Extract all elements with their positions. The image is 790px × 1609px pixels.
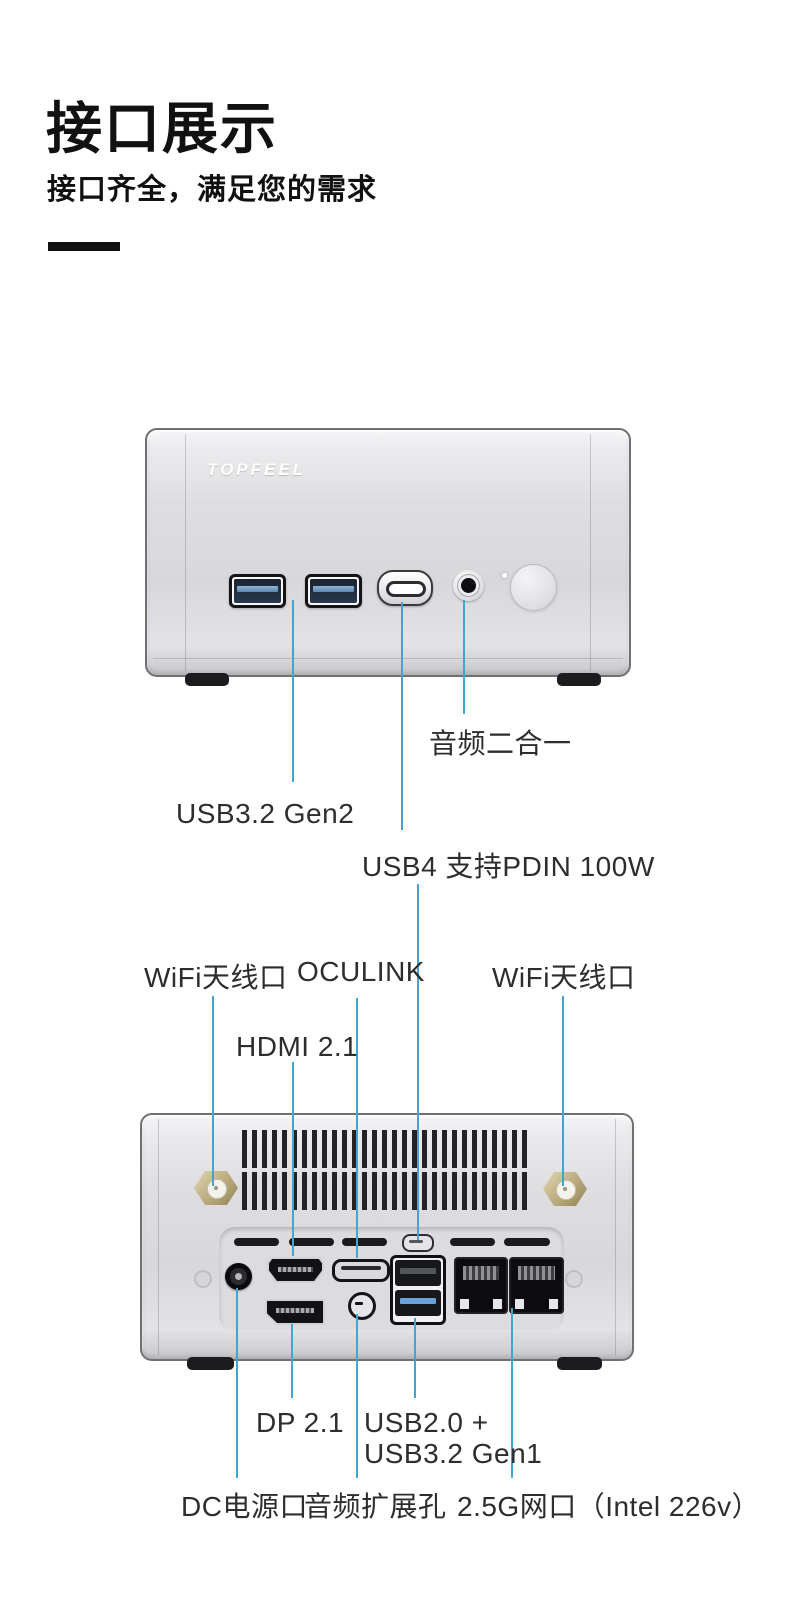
vent-slot [289,1238,334,1246]
ethernet-tab [493,1299,502,1309]
audio-expansion-hole-icon [348,1292,376,1320]
ethernet-port-icon [509,1257,564,1314]
dp-port-icon [265,1299,325,1325]
label-wifi-antenna-left: WiFi天线口 [144,962,288,993]
screw-hole-icon [565,1270,583,1288]
ethernet-tab [549,1299,558,1309]
vent-slot [504,1238,550,1246]
usb2-tongue [400,1268,436,1274]
label-usb-combo-line2: USB3.2 Gen1 [364,1438,543,1469]
callout-line-ethernet [511,1308,513,1478]
ethernet-pins [463,1266,499,1280]
callout-line-usb4-back [417,884,419,1240]
usb-a-port-icon [229,574,286,608]
page-title: 接口展示 [46,97,278,160]
usb-c-port-icon [377,570,433,606]
panel-seam [590,434,591,671]
callout-line-usb4-front [401,602,403,830]
panel-seam [615,1119,616,1355]
audio-expansion-dash [355,1302,363,1305]
usb3-tongue [400,1298,436,1304]
audio-jack-icon [453,570,484,601]
label-audio-expansion: 音频扩展孔 [304,1491,447,1522]
usb-a-port-icon [305,574,362,608]
mini-pc-front-view: TOPFEEL [145,428,631,686]
label-dc-power: DC电源口 [181,1491,308,1522]
label-usb32-gen2: USB3.2 Gen2 [176,798,355,829]
usb-a-tongue [313,586,354,592]
vent-grille [242,1172,530,1210]
hdmi-port-icon [267,1257,324,1283]
callout-line-wifi-left [212,996,214,1186]
label-usb-combo-line1: USB2.0 + [364,1407,489,1438]
panel-seam [185,434,186,671]
callout-line-audio-combo [463,600,465,714]
wifi-antenna-connector-icon [543,1172,587,1206]
callout-line-audio-expansion [356,1314,358,1478]
io-panel [219,1227,564,1332]
usb3-port-icon [395,1290,441,1316]
screw-hole-icon [194,1270,212,1288]
label-hdmi: HDMI 2.1 [236,1031,359,1062]
device-foot [185,673,229,686]
usb-c-slit [409,1240,423,1243]
led-indicator [502,573,507,578]
callout-line-hdmi [292,1062,294,1256]
dc-jack-pin [235,1273,242,1280]
ethernet-pins [518,1266,555,1280]
device-foot [557,673,601,686]
brand-logo: TOPFEEL [207,460,307,479]
panel-seam [153,658,623,659]
dc-jack-icon [225,1263,252,1290]
vent-grille [242,1130,530,1168]
device-foot [187,1357,234,1370]
oculink-slit [341,1266,381,1270]
label-usb-combo: USB2.0 + USB3.2 Gen1 [364,1407,542,1469]
dp-contacts [276,1308,314,1313]
vent-slot [342,1238,387,1246]
callout-line-dc-power [236,1288,238,1478]
usb-stack [390,1255,446,1325]
antenna-dot [563,1187,567,1191]
label-audio-combo: 音频二合一 [429,728,572,759]
audio-jack-hole [461,578,476,593]
ethernet-tab [515,1299,524,1309]
label-wifi-antenna-right: WiFi天线口 [492,962,636,993]
title-divider [48,242,120,251]
callout-line-usb32 [292,600,294,782]
label-dp: DP 2.1 [256,1407,345,1438]
callout-line-dp [291,1324,293,1398]
callout-line-usb-combo [414,1318,416,1398]
page-subtitle: 接口齐全，满足您的需求 [47,174,378,206]
label-usb4: USB4 支持PDIN 100W [362,851,655,882]
callout-line-oculink [356,998,358,1258]
power-button-icon [510,564,557,611]
ethernet-port-icon [454,1257,508,1314]
vent-slot [450,1238,495,1246]
mini-pc-back-view [140,1113,634,1370]
antenna-dot [214,1186,218,1190]
ethernet-tab [460,1299,469,1309]
callout-line-wifi-right [562,996,564,1186]
usb-a-tongue [237,586,278,592]
oculink-port-icon [332,1259,390,1282]
panel-seam [158,1119,159,1355]
device-foot [557,1357,602,1370]
usb2-port-icon [395,1260,441,1286]
hdmi-contacts [278,1267,313,1272]
vent-slot [234,1238,279,1246]
wifi-antenna-connector-icon [194,1171,238,1205]
label-ethernet: 2.5G网口（Intel 226v） [457,1491,761,1522]
usb-c-pill [386,581,426,597]
label-oculink: OCULINK [297,956,425,987]
